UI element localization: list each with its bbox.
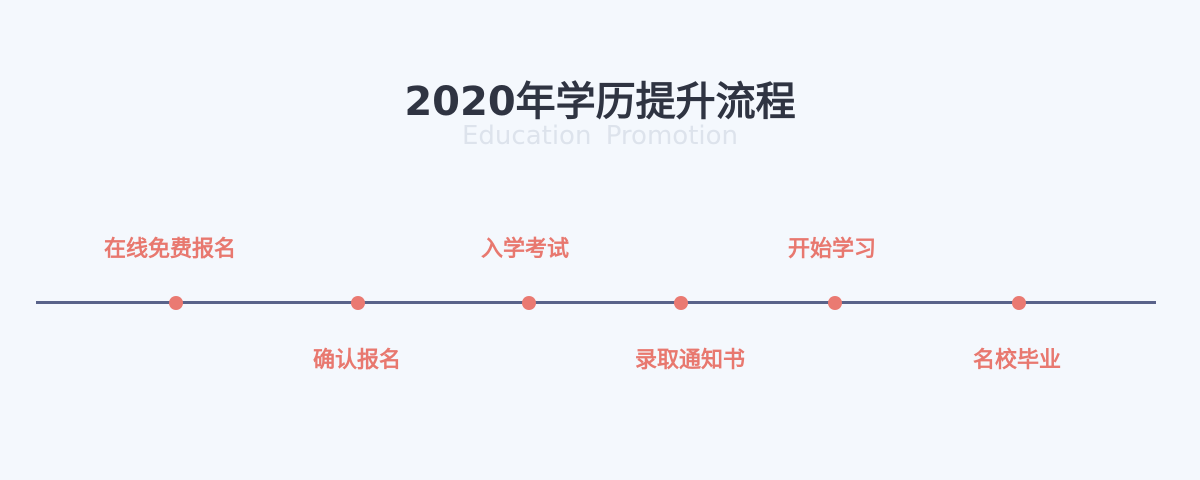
step-label-1: 在线免费报名 bbox=[103, 237, 236, 262]
step-label-2: 确认报名 bbox=[312, 348, 401, 373]
step-dot-3 bbox=[522, 296, 536, 310]
page-subtitle: Education Promotion bbox=[462, 121, 738, 151]
step-dot-1 bbox=[169, 296, 183, 310]
timeline-line bbox=[36, 301, 1156, 304]
page-title: 2020年学历提升流程 bbox=[404, 79, 796, 125]
step-dot-5 bbox=[828, 296, 842, 310]
step-dot-2 bbox=[351, 296, 365, 310]
step-dot-6 bbox=[1012, 296, 1026, 310]
step-label-3: 入学考试 bbox=[480, 237, 569, 262]
step-label-5: 开始学习 bbox=[787, 237, 876, 262]
step-label-4: 录取通知书 bbox=[634, 348, 745, 373]
step-dot-4 bbox=[674, 296, 688, 310]
step-label-6: 名校毕业 bbox=[972, 348, 1061, 373]
